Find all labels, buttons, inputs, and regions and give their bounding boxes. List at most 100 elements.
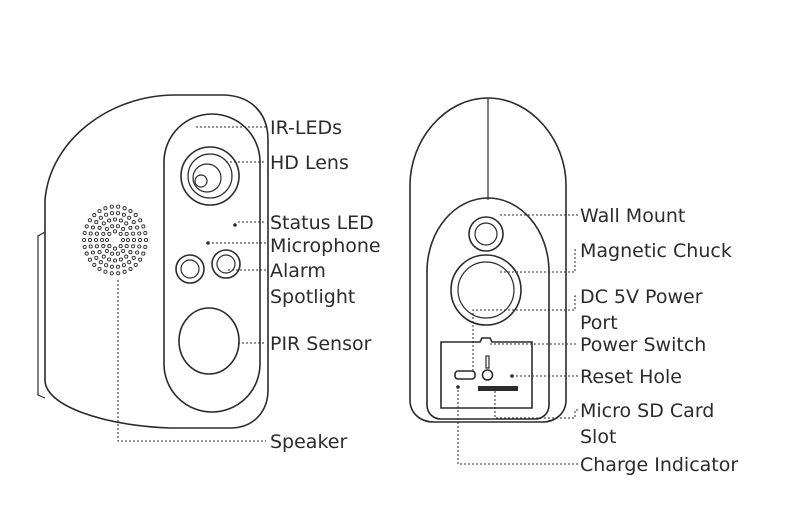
spotlight-left-inner [180, 259, 200, 279]
speaker-hole [115, 224, 120, 229]
speaker-hole [141, 251, 146, 256]
speaker-hole [110, 224, 115, 229]
leader-sd-slot [494, 391, 578, 419]
magnetic-chuck-inner [457, 261, 515, 319]
speaker-hole [133, 262, 138, 267]
speaker-hole [97, 225, 102, 230]
speaker-hole [128, 225, 133, 230]
speaker-hole [98, 260, 103, 265]
speaker-hole [135, 250, 140, 255]
reset-hole-dot [510, 374, 514, 378]
label-microphone: Microphone [270, 235, 381, 257]
speaker-hole [124, 244, 129, 249]
speaker-hole [82, 244, 87, 250]
speaker-hole [138, 257, 143, 262]
spotlight-right [211, 249, 241, 279]
speaker-hole [112, 258, 118, 263]
speaker-hole [82, 230, 87, 236]
speaker-hole [94, 231, 99, 236]
speaker-hole [92, 262, 97, 267]
speaker-hole [121, 212, 126, 217]
leader-speaker [117, 280, 266, 442]
speaker-hole [112, 217, 118, 222]
label-reset-hole: Reset Hole [580, 366, 682, 388]
back-camera-body [409, 97, 567, 423]
speaker-hole [131, 244, 136, 249]
front-labels: IR-LEDs HD Lens Status LED Microphone Al… [270, 117, 381, 453]
speaker-hole [138, 218, 143, 223]
spotlight-left [175, 254, 205, 284]
speaker-hole [120, 237, 126, 243]
speaker-hole [84, 224, 89, 229]
speaker-hole [124, 254, 129, 259]
speaker-hole [81, 237, 87, 243]
label-speaker: Speaker [270, 431, 347, 453]
leader-charge-indicator [457, 390, 578, 465]
back-camera [409, 97, 567, 423]
front-leaders [117, 126, 266, 442]
speaker-hole [131, 255, 136, 260]
speaker-hole [99, 237, 105, 243]
speaker-hole [107, 231, 112, 236]
microphone-dot [206, 241, 210, 245]
speaker-hole [124, 231, 129, 236]
speaker-hole [137, 244, 142, 249]
speaker-hole [110, 251, 115, 256]
port-cover [440, 337, 533, 409]
speaker-hole [143, 237, 149, 243]
speaker-hole [125, 237, 131, 243]
wall-mount-hole-inner [474, 222, 498, 246]
speaker-hole [107, 257, 112, 262]
label-status-led: Status LED [270, 212, 374, 234]
speaker-hole [127, 260, 132, 265]
speaker-hole [103, 206, 108, 211]
back-labels: Wall Mount Magnetic Chuck DC 5V Power Po… [580, 205, 738, 476]
speaker-hole [103, 269, 108, 274]
speaker-hole [131, 237, 137, 243]
speaker-hole [131, 220, 136, 225]
front-panel [163, 113, 261, 413]
speaker-grille [81, 204, 149, 276]
speaker-hole [116, 271, 121, 276]
front-camera [37, 94, 269, 429]
speaker-hole [97, 250, 102, 255]
speaker-hole [121, 226, 126, 232]
speaker-hole [128, 250, 133, 255]
label-pir-sensor: PIR Sensor [270, 333, 372, 355]
usb-port [454, 370, 476, 380]
power-switch-knob [481, 369, 494, 381]
speaker-hole [115, 264, 121, 269]
status-led-dot [233, 223, 237, 227]
speaker-hole [101, 244, 106, 249]
speaker-hole [109, 204, 114, 209]
back-leaders [457, 214, 578, 465]
speaker-hole [141, 224, 146, 229]
wall-mount-hole [468, 216, 504, 252]
speaker-hole [135, 225, 140, 230]
lens-glass [192, 163, 222, 193]
speaker-hole [107, 244, 112, 249]
speaker-hole [84, 251, 89, 256]
spotlight-right-inner [216, 254, 236, 274]
speaker-hole [121, 263, 126, 268]
speaker-hole [90, 250, 95, 255]
speaker-hole [101, 221, 106, 226]
speaker-hole [88, 244, 93, 249]
speaker-hole [93, 237, 99, 243]
power-switch-lever [485, 355, 490, 369]
speaker-hole [94, 220, 99, 225]
speaker-hole [112, 229, 118, 234]
front-camera-side [37, 231, 46, 399]
speaker-hole [101, 231, 106, 236]
speaker-hole [128, 208, 133, 214]
label-wall-mount: Wall Mount [580, 205, 685, 227]
speaker-hole [104, 212, 109, 217]
speaker-hole [133, 213, 138, 218]
sd-card-slot [478, 386, 518, 391]
speaker-hole [122, 206, 127, 211]
speaker-hole [121, 248, 126, 254]
label-dc-power-line1: DC 5V Power [580, 286, 703, 308]
speaker-hole [88, 231, 93, 236]
